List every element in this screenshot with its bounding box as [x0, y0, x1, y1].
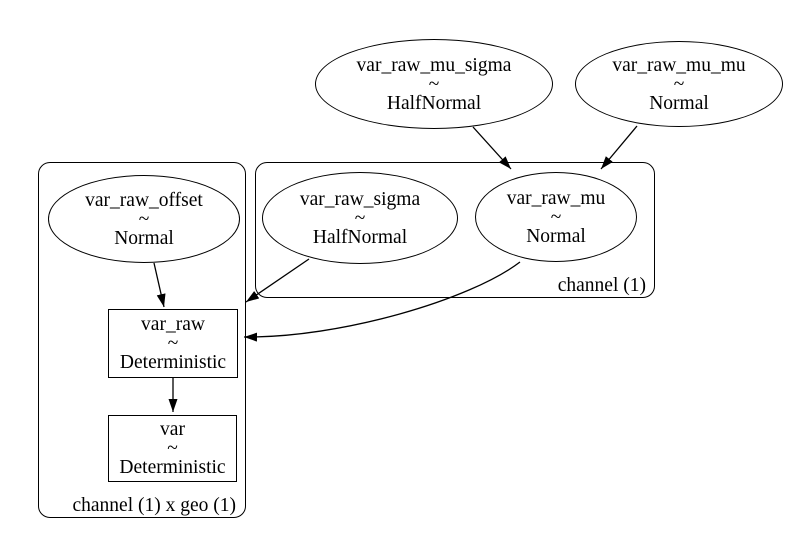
- node-tilde: ~: [138, 208, 150, 230]
- node-tilde: ~: [428, 73, 440, 95]
- node-name: var: [160, 419, 185, 440]
- node-name: var_raw_sigma: [299, 188, 421, 210]
- node-name: var_raw_mu: [506, 187, 606, 209]
- node-tilde: ~: [167, 438, 178, 459]
- node-var-raw-offset: var_raw_offset ~ Normal: [48, 175, 240, 263]
- node-var: var ~ Deterministic: [108, 415, 237, 482]
- node-name: var_raw_offset: [85, 189, 203, 211]
- node-distribution: HalfNormal: [312, 226, 408, 248]
- node-distribution: Deterministic: [119, 352, 227, 373]
- node-var-raw: var_raw ~ Deterministic: [108, 309, 238, 378]
- node-tilde: ~: [673, 73, 685, 95]
- plate-channel-label: channel (1): [557, 275, 646, 296]
- node-distribution: HalfNormal: [386, 92, 482, 114]
- node-var-raw-mu-mu: var_raw_mu_mu ~ Normal: [575, 41, 783, 127]
- node-distribution: Normal: [526, 225, 586, 247]
- node-distribution: Deterministic: [119, 457, 226, 478]
- node-var-raw-mu-sigma: var_raw_mu_sigma ~ HalfNormal: [315, 39, 553, 129]
- node-name: var_raw_mu_mu: [612, 54, 746, 76]
- node-distribution: Normal: [114, 227, 174, 249]
- node-tilde: ~: [550, 206, 562, 228]
- node-var-raw-sigma: var_raw_sigma ~ HalfNormal: [262, 172, 458, 264]
- plate-channel-geo-label: channel (1) x geo (1): [72, 495, 236, 516]
- node-name: var_raw_mu_sigma: [356, 54, 512, 76]
- node-name: var_raw: [141, 314, 205, 335]
- node-tilde: ~: [354, 207, 366, 229]
- node-var-raw-mu: var_raw_mu ~ Normal: [475, 172, 637, 262]
- node-distribution: Normal: [649, 92, 709, 114]
- node-tilde: ~: [167, 333, 179, 354]
